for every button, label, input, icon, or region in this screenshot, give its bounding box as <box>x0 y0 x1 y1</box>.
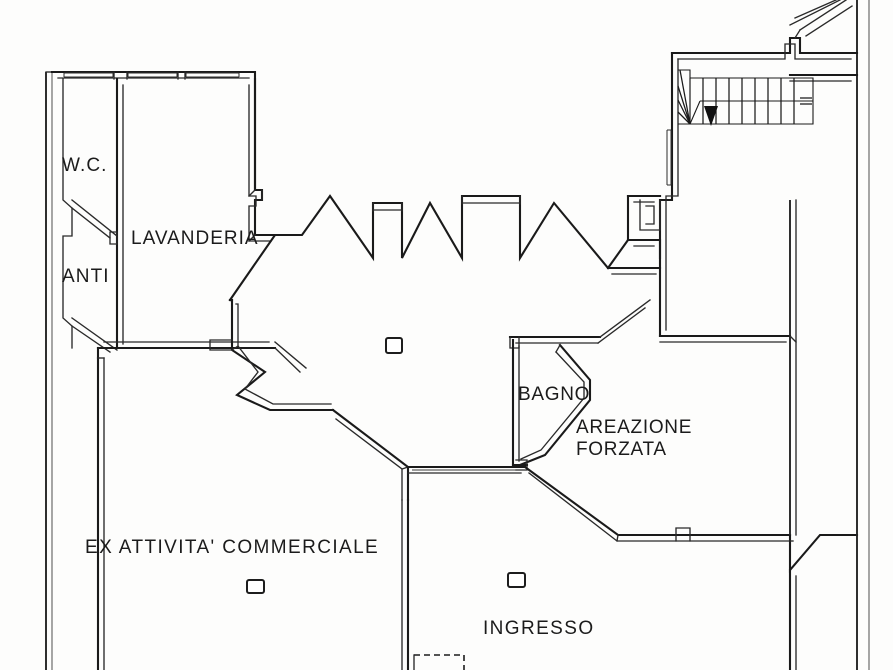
window-top-2 <box>127 72 178 78</box>
dashed-recess-outline <box>413 654 465 670</box>
stair-down-arrow-icon <box>704 106 718 126</box>
diagonal-wall-to-ingresso <box>331 408 527 502</box>
bagno-walls <box>508 335 602 471</box>
lavanderia-walls <box>248 77 277 242</box>
areazione-line-2: FORZATA <box>576 439 667 461</box>
window-top-3 <box>185 72 240 78</box>
exterior-wall-right <box>658 0 870 670</box>
ridge-to-bagno-diagonal <box>597 299 651 344</box>
lavanderia-exit-diagonal <box>274 341 307 373</box>
room-label-lavanderia: LAVANDERIA <box>131 228 259 249</box>
exterior-wall-left <box>45 71 53 670</box>
bottom-right-walls <box>788 568 797 670</box>
ex-commerciale-walls <box>96 356 410 670</box>
areazione-forzata-walls <box>523 465 859 573</box>
room-label-ingresso: INGRESSO <box>483 618 595 639</box>
center-left-zigzag-wall <box>209 298 335 412</box>
floor-drain-marker-3 <box>507 572 526 588</box>
room-label-areazione-forzata: AREAZIONE FORZATA <box>576 417 692 462</box>
floor-drain-marker-2 <box>246 579 265 594</box>
room-label-anti: ANTI <box>62 266 110 287</box>
floor-marker-group <box>246 337 526 594</box>
right-wall-notches <box>606 194 662 275</box>
areazione-line-1: AREAZIONE <box>576 417 693 438</box>
window-top-1 <box>63 72 114 78</box>
room-label-bagno: BAGNO <box>518 384 591 405</box>
room-label-wc: W.C. <box>62 155 108 176</box>
staircase <box>677 69 814 126</box>
top-left-apartment-walls <box>50 70 277 360</box>
room-label-ex-attivita-commerciale: EX ATTIVITA' COMMERCIALE <box>85 537 380 558</box>
stair-enclosure-walls <box>658 0 859 338</box>
sawtooth-roof-profile <box>228 194 662 302</box>
upper-flight-diagonal <box>799 0 853 37</box>
floor-drain-marker-1 <box>385 337 403 354</box>
